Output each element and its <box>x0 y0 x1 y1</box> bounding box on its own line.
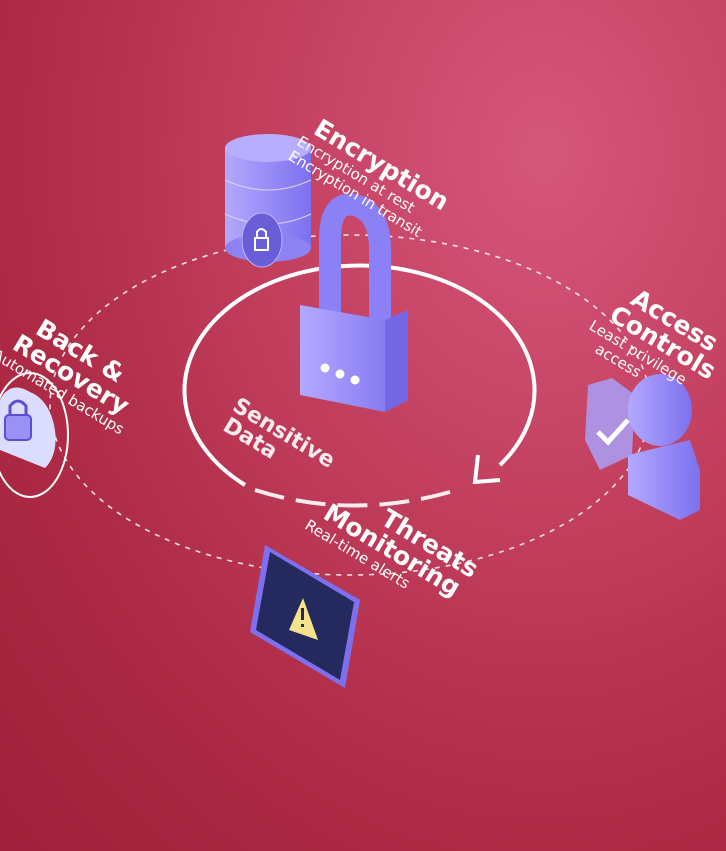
inner-cycle-dashes <box>254 488 451 508</box>
cloud-lock-icon <box>0 372 69 498</box>
user-shield-icon <box>585 374 700 520</box>
warning-monitor-icon <box>250 545 360 688</box>
database-lock-icon <box>224 134 312 268</box>
padlock-icon <box>300 193 408 412</box>
arrow-icon <box>472 454 501 485</box>
